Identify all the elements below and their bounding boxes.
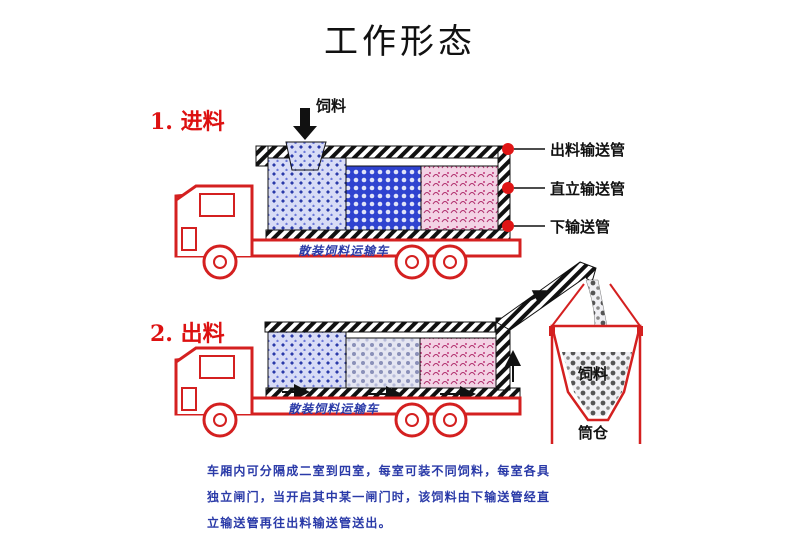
step-2-label: 2. 出料 xyxy=(150,321,225,347)
step-1-label: 1. 进料 xyxy=(150,109,225,135)
truck-2-compartment-2 xyxy=(345,337,421,389)
truck-1-name: 散装饲料运输车 xyxy=(298,244,390,258)
description-note: 车厢内可分隔成二室到四室，每室可装不同饲料，每室各具 独立闸门，当开启其中某一闸… xyxy=(207,458,627,536)
truck-2-compartment-1 xyxy=(267,331,347,389)
silo xyxy=(549,279,643,444)
page-title: 工作形态 xyxy=(324,22,476,62)
note-line: 立输送管再往出料输送管送出。 xyxy=(207,516,392,530)
pipe-joint-outlet xyxy=(502,143,514,155)
pipe-joint-vertical xyxy=(502,182,514,194)
note-line: 车厢内可分隔成二室到四室，每室可装不同饲料，每室各具 xyxy=(207,464,551,478)
truck-2-compartment-3 xyxy=(419,337,497,389)
truck-1-compartment-2 xyxy=(345,165,422,231)
feed-label: 饲料 xyxy=(316,97,347,115)
vertical-pipe-label: 直立输送管 xyxy=(550,180,626,198)
truck-1 xyxy=(174,108,545,280)
note-line: 独立闸门，当开启其中某一闸门时，该饲料由下输送管经直 xyxy=(207,490,551,504)
outlet-pipe-label: 出料输送管 xyxy=(550,141,626,159)
truck-2-name: 散装饲料运输车 xyxy=(288,402,380,416)
pipe-joint-bottom xyxy=(502,220,514,232)
silo-label: 筒仓 xyxy=(578,424,609,442)
feed-in-arrow xyxy=(293,126,317,140)
silo-content-label: 饲料 xyxy=(578,365,609,383)
truck-1-compartment-3 xyxy=(420,165,499,231)
bottom-pipe-label: 下输送管 xyxy=(550,218,611,236)
truck-2 xyxy=(174,261,597,438)
